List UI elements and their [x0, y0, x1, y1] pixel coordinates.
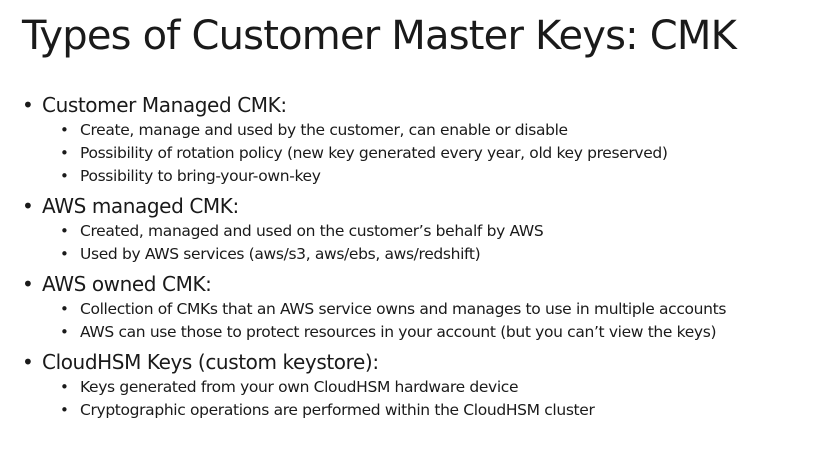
- sub-bullet-item: • Possibility to bring-your-own-key: [60, 165, 832, 188]
- bullet-icon: •: [60, 378, 69, 396]
- bullet-icon: •: [22, 272, 34, 296]
- section-aws-owned-cmk: • AWS owned CMK: • Collection of CMKs th…: [22, 271, 832, 344]
- sub-bullet-item: • Created, managed and used on the custo…: [60, 220, 832, 243]
- sub-bullet-text: Collection of CMKs that an AWS service o…: [80, 300, 727, 318]
- section-label: AWS managed CMK:: [42, 194, 239, 218]
- section-aws-managed-cmk: • AWS managed CMK: • Created, managed an…: [22, 193, 832, 266]
- section-heading: • CloudHSM Keys (custom keystore):: [22, 349, 832, 375]
- section-heading: • AWS managed CMK:: [22, 193, 832, 219]
- sub-bullet-list: • Keys generated from your own CloudHSM …: [60, 376, 832, 422]
- bullet-icon: •: [60, 245, 69, 263]
- section-label: CloudHSM Keys (custom keystore):: [42, 350, 379, 374]
- section-label: Customer Managed CMK:: [42, 93, 287, 117]
- sub-bullet-text: Created, managed and used on the custome…: [80, 222, 544, 240]
- section-label: AWS owned CMK:: [42, 272, 212, 296]
- section-heading: • Customer Managed CMK:: [22, 92, 832, 118]
- bullet-icon: •: [60, 222, 69, 240]
- section-customer-managed-cmk: • Customer Managed CMK: • Create, manage…: [22, 92, 832, 188]
- sub-bullet-text: AWS can use those to protect resources i…: [80, 323, 717, 341]
- bullet-icon: •: [60, 167, 69, 185]
- bullet-icon: •: [22, 93, 34, 117]
- sub-bullet-list: • Created, managed and used on the custo…: [60, 220, 832, 266]
- bullet-icon: •: [22, 350, 34, 374]
- slide-title: Types of Customer Master Keys: CMK: [22, 13, 737, 59]
- section-heading: • AWS owned CMK:: [22, 271, 832, 297]
- sub-bullet-item: • AWS can use those to protect resources…: [60, 321, 832, 344]
- sub-bullet-text: Used by AWS services (aws/s3, aws/ebs, a…: [80, 245, 481, 263]
- sub-bullet-text: Cryptographic operations are performed w…: [80, 401, 595, 419]
- section-list: • Customer Managed CMK: • Create, manage…: [22, 92, 832, 427]
- sub-bullet-list: • Collection of CMKs that an AWS service…: [60, 298, 832, 344]
- sub-bullet-item: • Possibility of rotation policy (new ke…: [60, 142, 832, 165]
- sub-bullet-text: Create, manage and used by the customer,…: [80, 121, 568, 139]
- sub-bullet-text: Possibility of rotation policy (new key …: [80, 144, 668, 162]
- sub-bullet-text: Possibility to bring-your-own-key: [80, 167, 321, 185]
- sub-bullet-item: • Used by AWS services (aws/s3, aws/ebs,…: [60, 243, 832, 266]
- bullet-icon: •: [60, 401, 69, 419]
- sub-bullet-item: • Create, manage and used by the custome…: [60, 119, 832, 142]
- bullet-icon: •: [22, 194, 34, 218]
- sub-bullet-item: • Collection of CMKs that an AWS service…: [60, 298, 832, 321]
- bullet-icon: •: [60, 300, 69, 318]
- bullet-icon: •: [60, 144, 69, 162]
- sub-bullet-item: • Keys generated from your own CloudHSM …: [60, 376, 832, 399]
- section-cloudhsm-keys: • CloudHSM Keys (custom keystore): • Key…: [22, 349, 832, 422]
- sub-bullet-text: Keys generated from your own CloudHSM ha…: [80, 378, 519, 396]
- sub-bullet-item: • Cryptographic operations are performed…: [60, 399, 832, 422]
- sub-bullet-list: • Create, manage and used by the custome…: [60, 119, 832, 188]
- bullet-icon: •: [60, 323, 69, 341]
- bullet-icon: •: [60, 121, 69, 139]
